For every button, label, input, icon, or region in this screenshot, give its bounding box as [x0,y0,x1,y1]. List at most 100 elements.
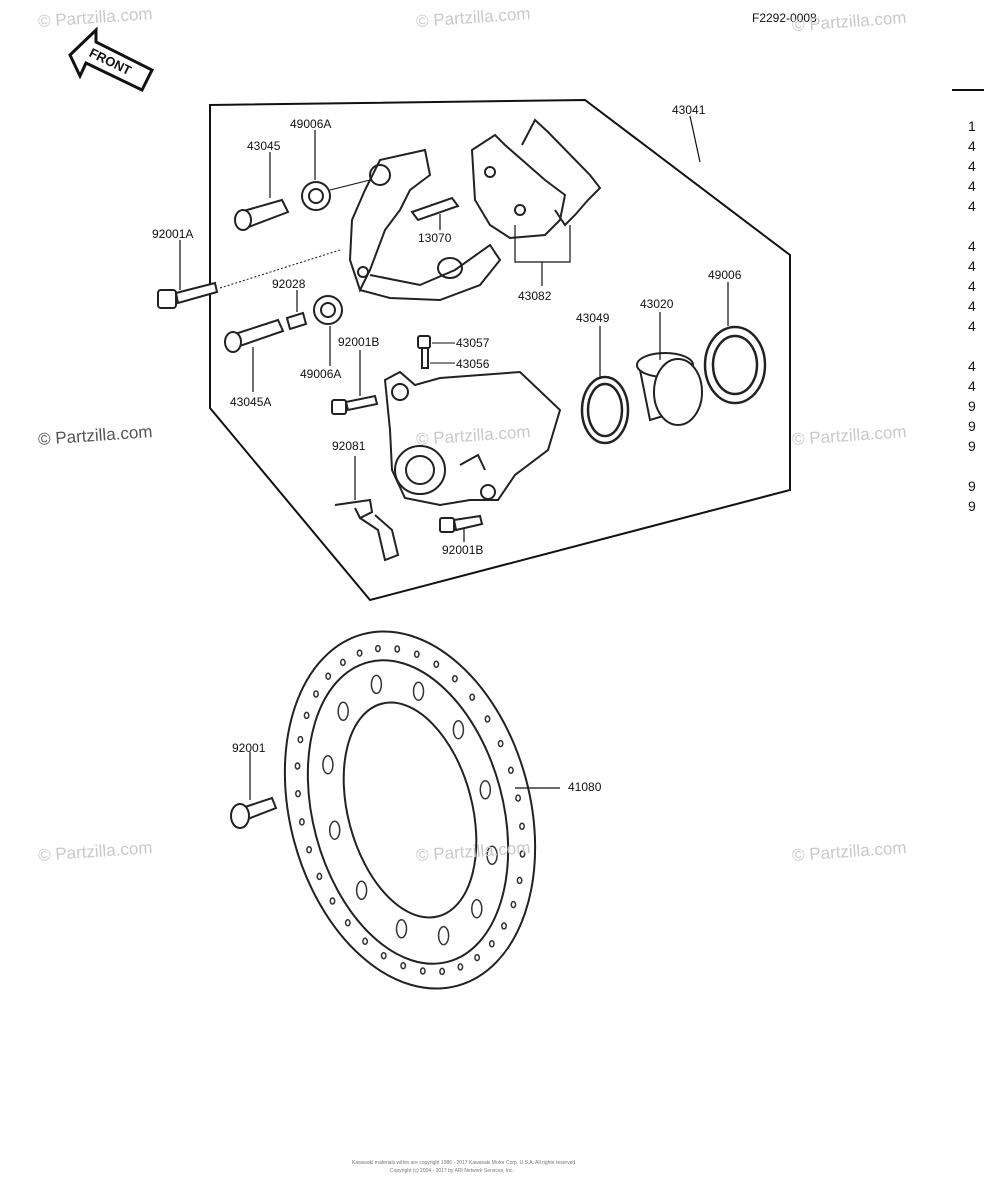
slide-pin-drawing [234,198,290,231]
disc-hole [452,719,465,740]
disc-hole [510,900,517,909]
copyright-line-1: Kawasaki materials within are copyright … [352,1160,577,1166]
disc-hole [519,822,525,831]
part-13070[interactable]: 13070 [418,231,452,245]
disc-hole [322,754,334,775]
part-43045[interactable]: 43045 [247,139,281,153]
part-43082[interactable]: 43082 [518,289,552,303]
side-digit: 9 [968,478,976,494]
anti-rattle-spring-drawing [334,498,400,562]
part-92001B-top[interactable]: 92001B [338,335,380,349]
disc-hole [294,762,301,770]
side-digit: 9 [968,498,976,514]
disc-hole [344,919,351,927]
disc-hole [325,672,332,680]
disc-hole [356,649,363,657]
disc-hole [306,845,313,854]
side-digit: 4 [968,318,976,334]
disc-hole [329,897,336,905]
disc-hole [516,876,523,885]
part-92001B-lower[interactable]: 92001B [442,543,484,557]
part-49006A-top[interactable]: 49006A [290,117,332,131]
disc-hole [437,925,450,946]
side-digit: 4 [968,198,976,214]
piston-drawing [636,352,703,426]
disc-hole [519,850,526,858]
side-digit: 4 [968,258,976,274]
disc-hole [298,818,305,826]
part-43049[interactable]: 43049 [576,311,610,325]
disc-hole [486,845,498,866]
disc-hole [469,693,476,701]
part-43041[interactable]: 43041 [672,103,706,117]
disc-hole [474,953,481,962]
sleeve-drawing [285,311,308,331]
side-digit: 9 [968,418,976,434]
part-92001A[interactable]: 92001A [152,227,194,241]
mounting-bolt-drawing [157,281,219,309]
caliper-bolt-drawing [331,394,379,415]
caliper-body-drawing [383,370,562,507]
disc-hole [471,898,483,919]
part-49006A-lower[interactable]: 49006A [300,367,342,381]
disc-hole [328,820,341,840]
diagram-code: F2292-0008 [752,11,817,25]
disc-hole [394,645,401,653]
disc-hole [451,674,458,683]
dust-seal-drawing [703,325,767,405]
side-digit: 9 [968,438,976,454]
side-digit: 4 [968,378,976,394]
disc-hole [362,937,369,946]
part-92081[interactable]: 92081 [332,439,366,453]
side-digit: 4 [968,298,976,314]
part-92001[interactable]: 92001 [232,741,266,755]
disc-hole [457,963,464,971]
disc-hole [337,701,349,722]
disc-hole [497,739,504,748]
disc-hole [433,660,440,669]
rubber-boot-lower-drawing [313,295,343,325]
disc-hole [355,880,368,901]
part-41080[interactable]: 41080 [568,780,602,794]
part-92028[interactable]: 92028 [272,277,306,291]
caliper-bolt-lower-drawing [439,514,484,533]
disc-hole [501,922,507,930]
disc-hole [374,644,381,653]
brake-pad-drawing [470,118,602,240]
disc-hole [313,690,319,698]
disc-hole [339,658,346,667]
piston-seal-drawing [580,375,630,445]
disc-hole [297,735,304,744]
disc-hole [380,951,387,960]
side-digit: 9 [968,398,976,414]
disc-hole [419,967,426,975]
pad-spring-drawing [410,196,460,222]
slide-pin-lower-drawing [224,318,285,353]
caliper-assembly-outline [209,98,791,602]
side-digit: 4 [968,358,976,374]
disc-hole [370,674,383,695]
disc-hole [479,780,492,800]
part-43020[interactable]: 43020 [640,297,674,311]
part-43057[interactable]: 43057 [456,336,490,350]
side-digit: 1 [968,118,976,134]
part-43056[interactable]: 43056 [456,357,490,371]
side-digit: 4 [968,238,976,254]
copyright-line-2: Copyright (c) 2004 - 2017 by ARI Network… [390,1168,514,1174]
side-digit: 4 [968,158,976,174]
part-43045A[interactable]: 43045A [230,395,272,409]
disc-bolt-drawing [230,796,278,829]
caliper-bracket-drawing [348,148,502,302]
disc-hole [400,961,407,970]
disc-hole [413,650,420,659]
part-49006[interactable]: 49006 [708,268,742,282]
disc-hole [395,919,408,939]
disc-hole [515,794,522,802]
brake-disc-drawing [283,630,537,990]
disc-hole [316,872,323,881]
disc-hole [488,940,495,948]
disc-hole [295,789,301,798]
